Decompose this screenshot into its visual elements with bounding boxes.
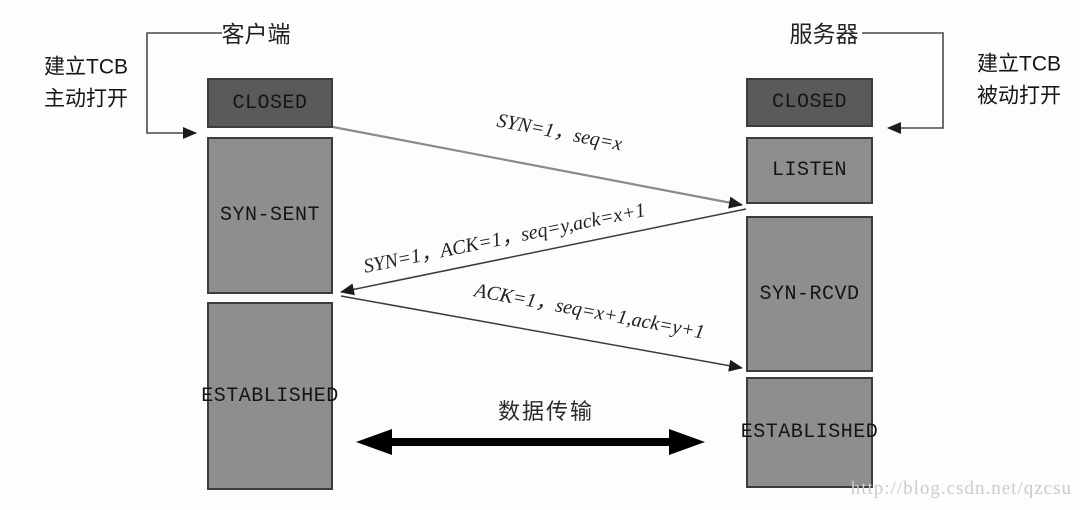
server-tcb-note-line1: 建立TCB: [977, 52, 1061, 76]
syn-message-label: SYN=1，seq=x: [495, 109, 624, 156]
client-state-closed: CLOSED: [207, 78, 333, 128]
watermark: http://blog.csdn.net/qzcsu: [850, 478, 1072, 499]
data-transfer-label: 数据传输: [497, 399, 595, 424]
client-state-established: ESTABLISHED: [201, 302, 338, 490]
server-state-closed: CLOSED: [746, 78, 873, 127]
synack-message-label: SYN=1，ACK=1，seq=y,ack=x+1: [361, 199, 648, 278]
client-tcb-note: 建立TCB 主动打开: [44, 52, 128, 115]
server-tcb-note: 建立TCB 被动打开: [977, 49, 1061, 112]
data-transfer-arrow: [356, 429, 705, 455]
server-title: 服务器: [789, 21, 859, 47]
client-title: 客户端: [221, 21, 291, 47]
server-state-listen: LISTEN: [746, 137, 873, 204]
server-state-established: ESTABLISHED: [741, 377, 878, 488]
ack-message-label: ACK=1，seq=x+1,ack=y+1: [472, 279, 707, 344]
client-tcb-note-line1: 建立TCB: [44, 55, 128, 79]
client-state-syn-sent: SYN-SENT: [207, 137, 333, 294]
server-open-connector: [862, 32, 944, 134]
server-state-syn-rcvd: SYN-RCVD: [746, 216, 873, 372]
server-tcb-note-line2: 被动打开: [977, 84, 1061, 107]
client-tcb-note-line2: 主动打开: [44, 87, 128, 110]
